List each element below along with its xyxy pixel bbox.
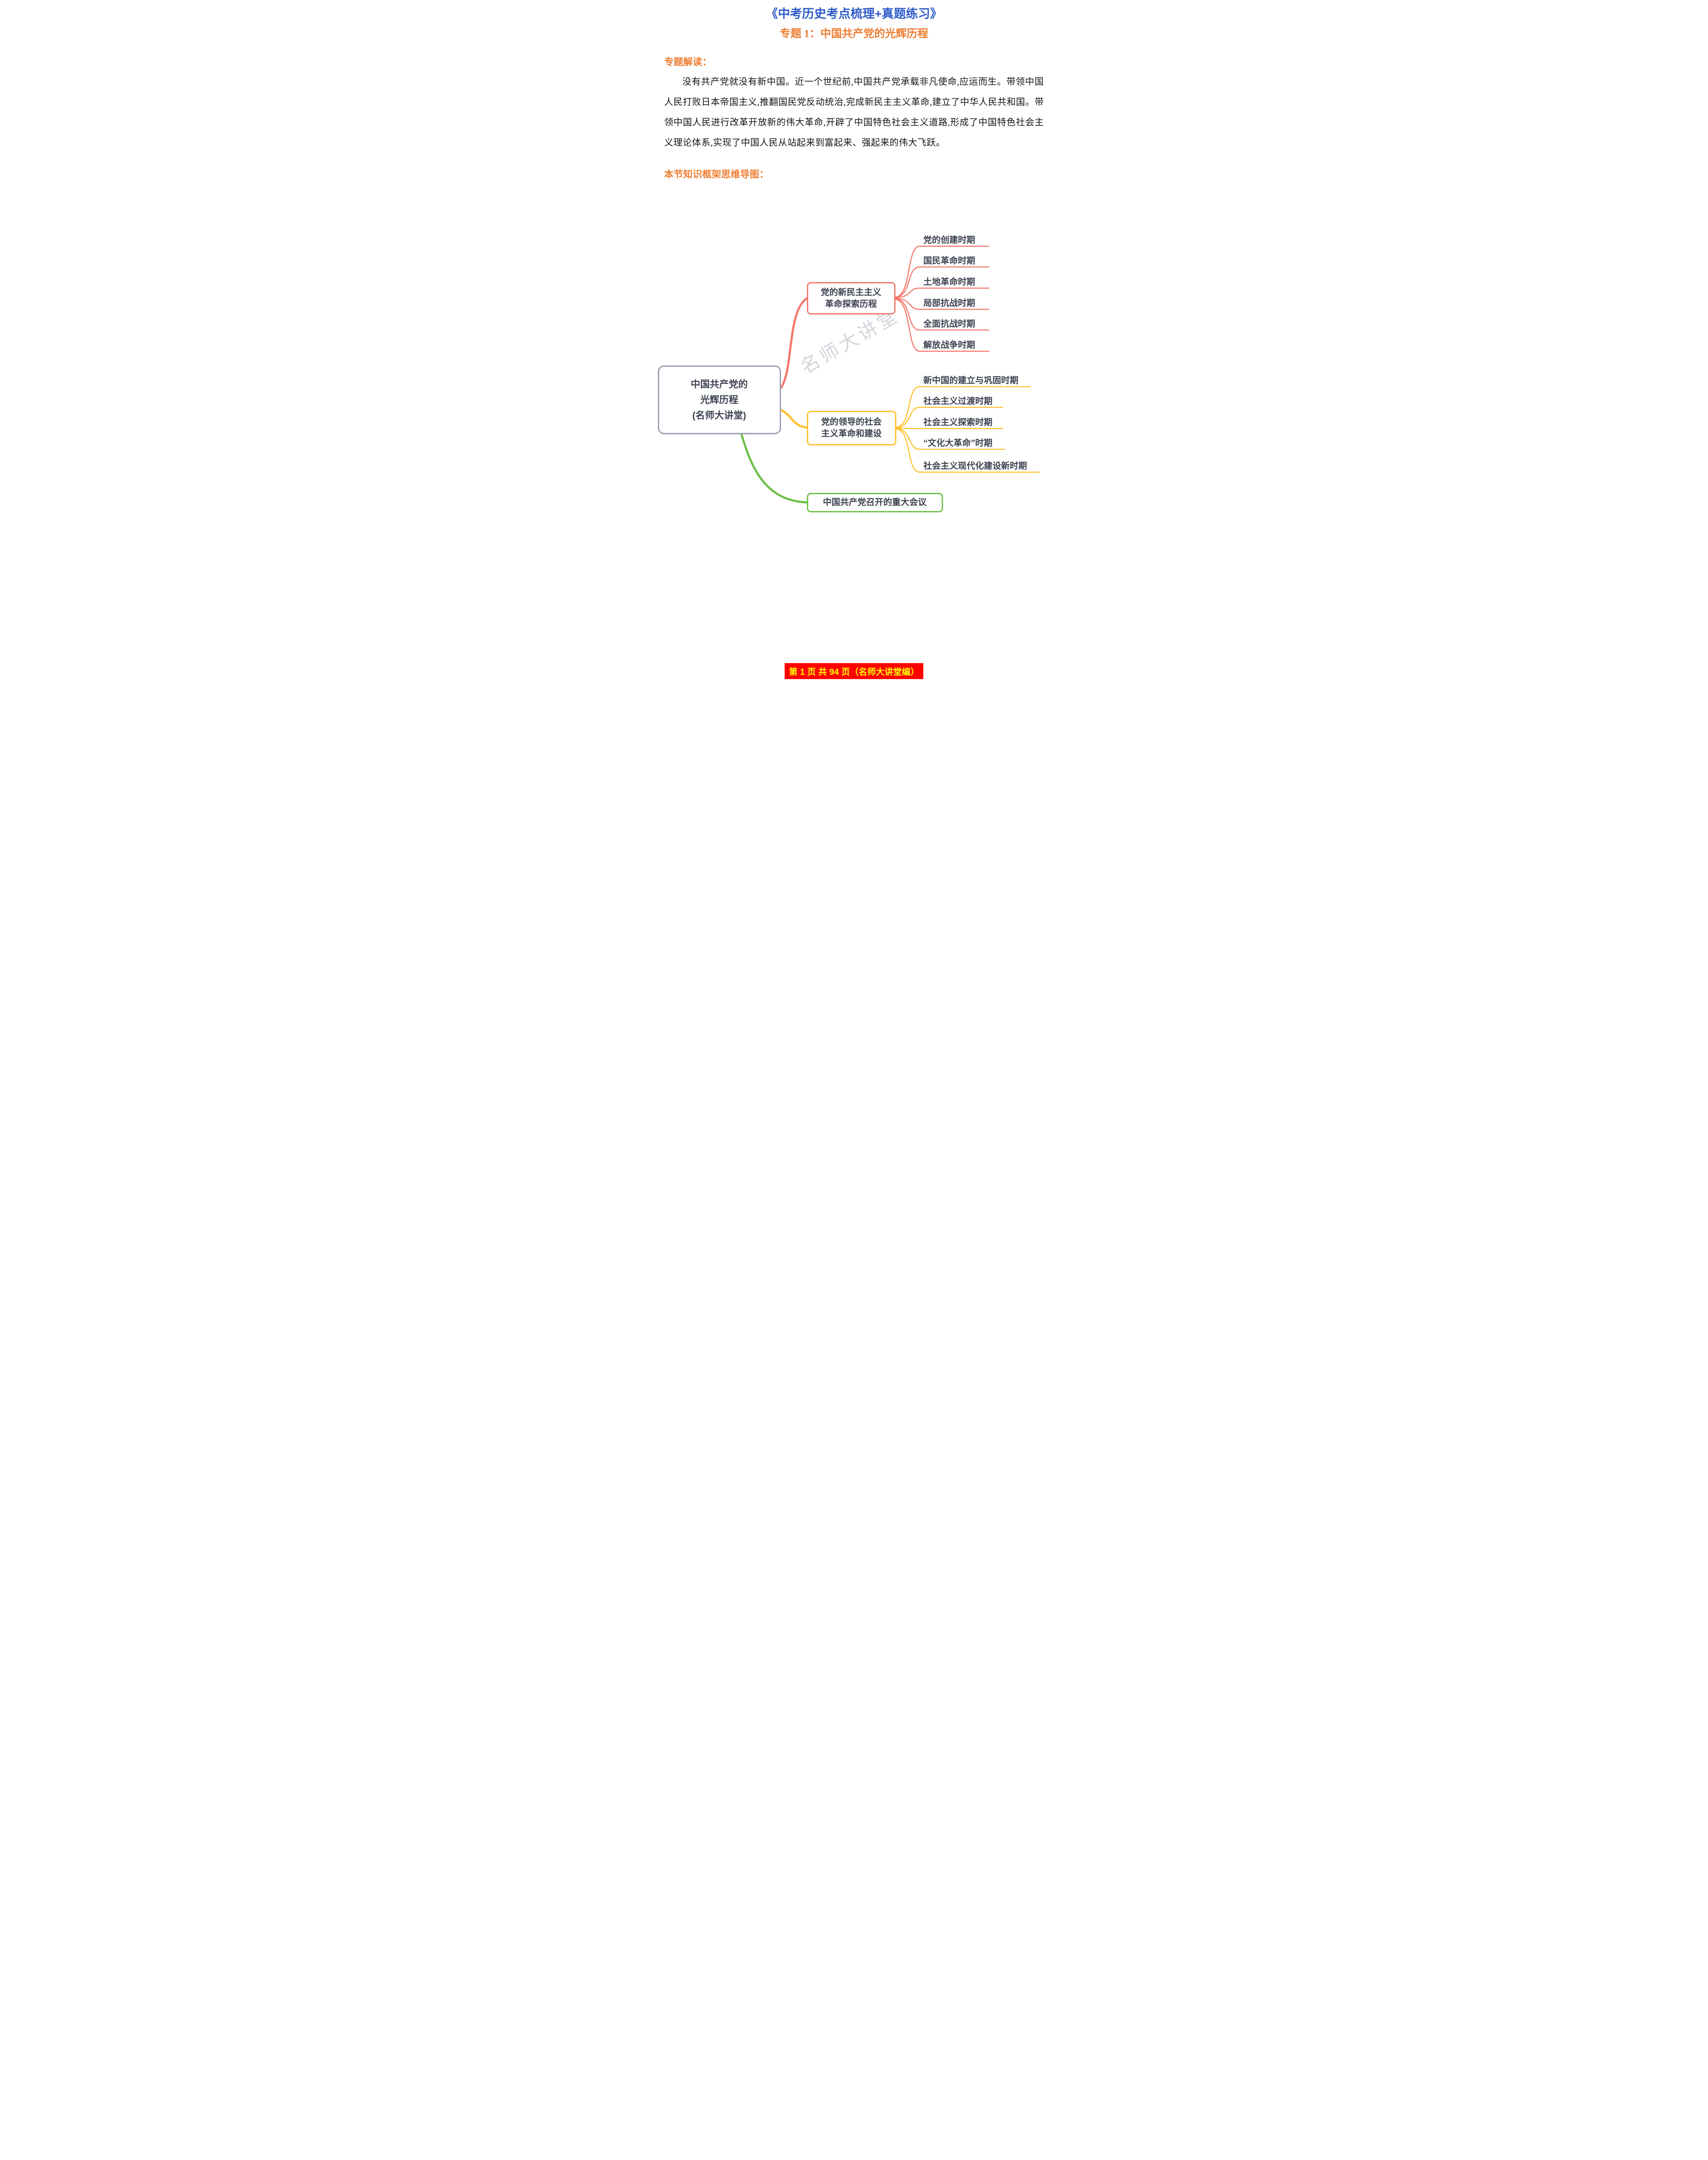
connector-branch1-leaf-5 bbox=[895, 299, 989, 352]
mindmap-leaf: 解放战争时期 bbox=[923, 340, 975, 350]
interpretation-paragraph: 没有共产党就没有新中国。近一个世纪前,中国共产党承载非凡使命,应运而生。带领中国… bbox=[664, 76, 1044, 148]
mindmap-leaf: 社会主义过渡时期 bbox=[923, 397, 993, 406]
connector-branch1-leaf-2 bbox=[895, 287, 989, 299]
connector-branch1-leaf-1 bbox=[895, 266, 989, 298]
mindmap-leaf: 社会主义现代化建设新时期 bbox=[923, 461, 1027, 471]
mindmap-leaf: “文化大革命”时期 bbox=[923, 438, 993, 448]
page-footer-text: 第 1 页 共 94 页（名师大讲堂编） bbox=[789, 667, 919, 677]
connector-root-branch3 bbox=[740, 432, 808, 504]
branch-node-line: 中国共产党召开的重大会议 bbox=[823, 498, 927, 507]
root-node-line: 中国共产党的 bbox=[690, 378, 748, 390]
mindmap-branch-node-revolution-exploration: 党的新民主主义 革命探索历程 bbox=[806, 282, 895, 314]
page-footer-badge: 第 1 页 共 94 页（名师大讲堂编） bbox=[784, 663, 924, 679]
connector-branch1-leaf-4 bbox=[895, 298, 989, 331]
mindmap-leaf: 国民革命时期 bbox=[923, 256, 975, 266]
branch-node-line: 革命探索历程 bbox=[825, 299, 877, 309]
section-heading-mindmap: 本节知识框架思维导图： bbox=[664, 169, 769, 180]
mindmap-diagram: 名师大讲堂 中国共产党的 光辉历程 (名师大讲堂) 党的新民主主义 革命探索历程… bbox=[641, 224, 1068, 526]
mindmap-leaf: 党的创建时期 bbox=[923, 235, 975, 245]
connector-branch1-leaf-0 bbox=[895, 245, 989, 298]
connector-root-branch1 bbox=[779, 297, 808, 390]
mindmap-connectors bbox=[740, 245, 1039, 504]
mindmap-leaf: 新中国的建立与巩固时期 bbox=[923, 376, 1019, 385]
doc-title: 《中考历史考点梳理+真题练习》 bbox=[765, 7, 943, 20]
connector-branch2-leaf-0 bbox=[895, 386, 1031, 428]
section-heading-interpretation: 专题解读： bbox=[664, 57, 712, 67]
mindmap-branch-node-socialist-construction: 党的领导的社会 主义革命和建设 bbox=[806, 411, 896, 445]
mindmap-root-node: 中国共产党的 光辉历程 (名师大讲堂) bbox=[657, 365, 781, 434]
mindmap-leaf: 社会主义探索时期 bbox=[923, 418, 993, 427]
connector-branch2-leaf-2 bbox=[895, 427, 1003, 429]
root-node-line: (名师大讲堂) bbox=[692, 410, 746, 421]
doc-subtitle: 专题 1：中国共产党的光辉历程 bbox=[780, 28, 928, 40]
root-node-line: 光辉历程 bbox=[700, 394, 738, 405]
mindmap-leaf: 全面抗战时期 bbox=[923, 319, 975, 329]
connector-branch1-leaf-3 bbox=[895, 298, 989, 310]
branch-node-line: 党的领导的社会 bbox=[821, 417, 882, 427]
document-page: 《中考历史考点梳理+真题练习》 专题 1：中国共产党的光辉历程 专题解读： 没有… bbox=[640, 0, 1068, 689]
branch-node-line: 党的新民主主义 bbox=[821, 287, 881, 297]
connector-branch2-leaf-3 bbox=[895, 428, 1005, 450]
connector-branch2-leaf-4 bbox=[895, 428, 1039, 473]
mindmap-leaf: 局部抗战时期 bbox=[923, 299, 975, 308]
mindmap-leaf: 土地革命时期 bbox=[923, 277, 975, 287]
branch-node-line: 主义革命和建设 bbox=[821, 429, 882, 438]
connector-branch2-leaf-1 bbox=[895, 407, 1003, 429]
mindmap-branch-node-major-meetings: 中国共产党召开的重大会议 bbox=[806, 493, 943, 512]
connector-root-branch2 bbox=[779, 408, 808, 429]
